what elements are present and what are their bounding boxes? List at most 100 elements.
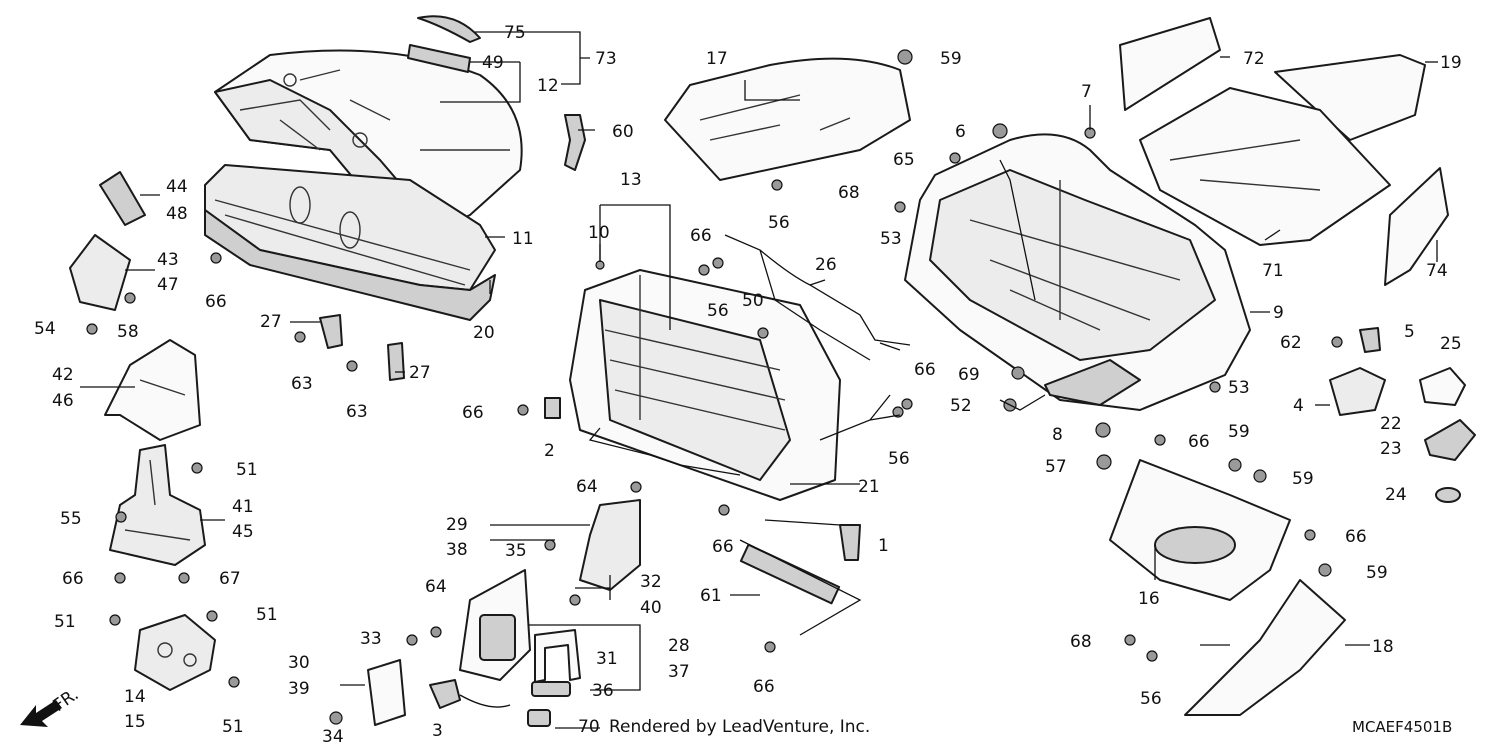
label-4: 4 xyxy=(1293,396,1304,416)
label-53b: 53 xyxy=(1228,378,1250,398)
trunk-lid-part xyxy=(204,15,523,321)
label-61: 61 xyxy=(700,586,722,606)
label-66a: 66 xyxy=(205,292,227,312)
label-55: 55 xyxy=(60,509,82,529)
label-1: 1 xyxy=(878,536,889,556)
seal-strip-61-part xyxy=(739,543,841,605)
label-44: 44 xyxy=(166,177,188,197)
latch-group xyxy=(1329,327,1476,503)
label-64a: 64 xyxy=(576,477,598,497)
label-7: 7 xyxy=(1081,82,1092,102)
label-21: 21 xyxy=(858,477,880,497)
label-6: 6 xyxy=(955,122,966,142)
direction-arrow-icon xyxy=(20,700,62,727)
rendered-by-credit: Rendered by LeadVenture, Inc. xyxy=(609,717,870,737)
label-71: 71 xyxy=(1262,261,1284,281)
label-29: 29 xyxy=(446,515,468,535)
label-56d: 56 xyxy=(1140,689,1162,709)
label-20: 20 xyxy=(473,323,495,343)
label-41: 41 xyxy=(232,497,254,517)
label-32: 32 xyxy=(640,572,662,592)
label-27b: 27 xyxy=(409,363,431,383)
label-10: 10 xyxy=(588,223,610,243)
label-59b: 59 xyxy=(1228,422,1250,442)
label-5: 5 xyxy=(1404,322,1415,342)
lid-17-part xyxy=(664,57,911,181)
diagram-code: MCAEF4501B xyxy=(1352,718,1452,736)
label-9: 9 xyxy=(1273,303,1284,323)
inner-box-9-part xyxy=(904,133,1251,411)
label-19: 19 xyxy=(1440,53,1462,73)
label-51c: 51 xyxy=(256,605,278,625)
label-66i: 66 xyxy=(1345,527,1367,547)
label-24: 24 xyxy=(1385,485,1407,505)
label-73: 73 xyxy=(595,49,617,69)
label-59a: 59 xyxy=(940,49,962,69)
side-covers-group xyxy=(69,171,201,441)
label-56a: 56 xyxy=(707,301,729,321)
label-68b: 68 xyxy=(1070,632,1092,652)
label-66b: 66 xyxy=(62,569,84,589)
label-56b: 56 xyxy=(768,213,790,233)
label-66g: 66 xyxy=(914,360,936,380)
label-35: 35 xyxy=(505,541,527,561)
label-65: 65 xyxy=(893,150,915,170)
label-52: 52 xyxy=(950,396,972,416)
harness-26-part xyxy=(724,234,911,361)
label-63a: 63 xyxy=(291,374,313,394)
tray-frame-13-part xyxy=(569,269,841,501)
label-60: 60 xyxy=(612,122,634,142)
label-74: 74 xyxy=(1426,261,1448,281)
leader-lines xyxy=(80,31,1438,729)
label-13: 13 xyxy=(620,170,642,190)
label-14: 14 xyxy=(124,687,146,707)
label-3: 3 xyxy=(432,721,443,741)
label-45: 45 xyxy=(232,522,254,542)
label-63b: 63 xyxy=(346,402,368,422)
label-15: 15 xyxy=(124,712,146,732)
label-30: 30 xyxy=(288,653,310,673)
label-59c: 59 xyxy=(1292,469,1314,489)
label-50: 50 xyxy=(742,291,764,311)
label-31: 31 xyxy=(596,649,618,669)
label-27a: 27 xyxy=(260,312,282,332)
label-51b: 51 xyxy=(54,612,76,632)
fasteners-group xyxy=(86,49,1343,725)
label-42: 42 xyxy=(52,365,74,385)
label-39: 39 xyxy=(288,679,310,699)
panels-group xyxy=(1119,17,1449,286)
label-48: 48 xyxy=(166,204,188,224)
label-66d: 66 xyxy=(712,537,734,557)
front-direction-indicator: FR. xyxy=(20,685,82,727)
label-36: 36 xyxy=(592,681,614,701)
hinge-14-part xyxy=(134,614,216,691)
label-8: 8 xyxy=(1052,425,1063,445)
label-18: 18 xyxy=(1372,637,1394,657)
label-70: 70 xyxy=(578,717,600,737)
label-58: 58 xyxy=(117,322,139,342)
label-11: 11 xyxy=(512,229,534,249)
label-56c: 56 xyxy=(888,449,910,469)
label-43: 43 xyxy=(157,250,179,270)
label-57: 57 xyxy=(1045,457,1067,477)
label-69: 69 xyxy=(958,365,980,385)
label-67: 67 xyxy=(219,569,241,589)
label-62: 62 xyxy=(1280,333,1302,353)
label-66f: 66 xyxy=(690,226,712,246)
label-54: 54 xyxy=(34,319,56,339)
label-25: 25 xyxy=(1440,334,1462,354)
label-66h: 66 xyxy=(1188,432,1210,452)
knob-1-part xyxy=(839,524,861,561)
label-51a: 51 xyxy=(236,460,258,480)
label-16: 16 xyxy=(1138,589,1160,609)
label-38: 38 xyxy=(446,540,468,560)
label-34: 34 xyxy=(322,727,344,747)
label-49: 49 xyxy=(482,53,504,73)
label-22: 22 xyxy=(1380,414,1402,434)
label-2: 2 xyxy=(544,441,555,461)
lower-covers-group xyxy=(1109,459,1346,716)
label-66e: 66 xyxy=(753,677,775,697)
bracket-41-part xyxy=(109,444,206,566)
label-26: 26 xyxy=(815,255,837,275)
lower-tray-group xyxy=(367,499,641,727)
